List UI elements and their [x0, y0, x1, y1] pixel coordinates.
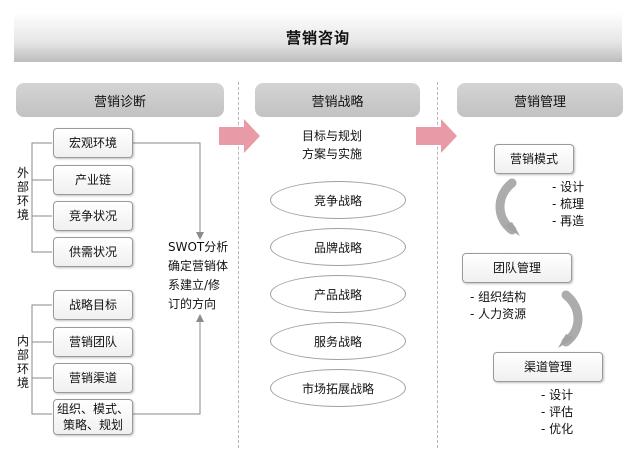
channel-management-points: - 设计 - 评估 - 优化	[541, 388, 574, 436]
page-title: 营销咨询	[14, 12, 622, 62]
management-module-team: 团队管理	[462, 253, 572, 283]
management-module-marketing-model: 营销模式	[494, 144, 574, 174]
external-item-supply-demand: 供需状况	[53, 237, 133, 267]
marketing-model-points: - 设计 - 梳理 - 再造	[552, 180, 585, 228]
strategy-item-brand: 品牌战略	[270, 228, 406, 266]
strategy-item-service: 服务战略	[270, 322, 406, 360]
team-management-points: - 组织结构 - 人力资源	[470, 290, 527, 321]
internal-environment-label: 内部环境	[16, 334, 29, 390]
external-item-macro: 宏观环境	[53, 128, 133, 158]
internal-item-marketing-team: 营销团队	[53, 327, 133, 357]
swot-text: SWOT分析 确定营销体 系建立/修 订的方向	[168, 240, 229, 311]
strategy-item-product: 产品战略	[270, 275, 406, 313]
internal-item-strategic-goal: 战略目标	[53, 290, 133, 320]
internal-item-marketing-channel: 营销渠道	[53, 363, 133, 393]
internal-item-organization: 组织、模式、 策略、规划	[53, 399, 133, 435]
column-header-management: 营销管理	[457, 83, 623, 117]
column-divider-2	[437, 82, 438, 448]
arrow-diagnosis-to-strategy	[219, 119, 260, 153]
strategy-item-competition: 竞争战略	[270, 181, 406, 219]
column-header-strategy: 营销战略	[255, 83, 420, 117]
column-header-diagnosis: 营销诊断	[16, 83, 224, 117]
external-item-competition: 竞争状况	[53, 201, 133, 231]
external-item-industry-chain: 产业链	[53, 165, 133, 195]
column-divider-1	[238, 82, 239, 448]
arrow-strategy-to-management	[416, 119, 457, 153]
strategy-item-market-expansion: 市场拓展战略	[270, 369, 406, 407]
strategy-goal-text: 目标与规划 方案与实施	[302, 129, 363, 161]
external-environment-label: 外部环境	[16, 166, 29, 222]
management-module-channel: 渠道管理	[493, 352, 603, 382]
